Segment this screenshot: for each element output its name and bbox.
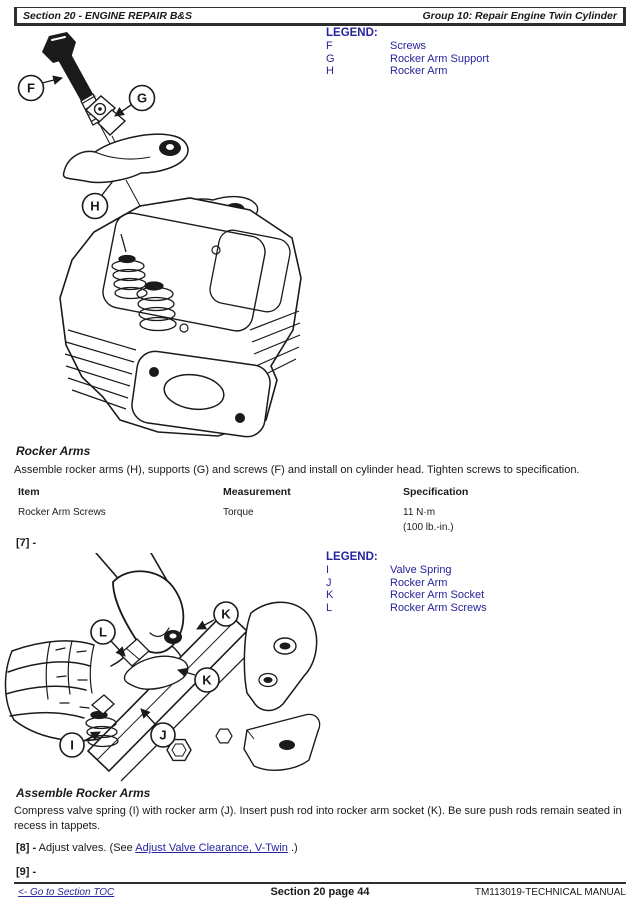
- legend-top: LEGEND: F Screws G Rocker Arm Support H …: [326, 27, 489, 78]
- callout-i: I: [59, 731, 101, 758]
- callout-h-letter: H: [90, 199, 99, 214]
- torque-spec-table: Item Measurement Specification Rocker Ar…: [18, 486, 624, 535]
- legend-bottom-key-j: J: [326, 576, 332, 589]
- legend-top-label-h: Rocker Arm: [390, 65, 448, 78]
- callout-j-letter: J: [159, 728, 166, 743]
- rocker-arm-illustration: [62, 133, 189, 255]
- legend-bottom: LEGEND: I Valve Spring J Rocker Arm K Ro…: [326, 551, 487, 615]
- callout-g: G: [114, 84, 156, 117]
- step-9-label: [9] -: [16, 866, 37, 878]
- callout-j: J: [140, 708, 176, 748]
- callout-i-letter: I: [70, 738, 74, 753]
- header-group-title: Group 10: Repair Engine Twin Cylinder: [422, 9, 617, 22]
- rocker-arms-body: Assemble rocker arms (H), supports (G) a…: [14, 464, 580, 476]
- legend-bottom-label-k: Rocker Arm Socket: [390, 589, 485, 602]
- header-section-title: Section 20 - ENGINE REPAIR B&S: [23, 9, 193, 22]
- rocker-assembly-illustration: [85, 609, 260, 782]
- legend-bottom-key-k: K: [326, 589, 334, 602]
- page-header-bar: Section 20 - ENGINE REPAIR B&S Group 10:…: [14, 7, 626, 26]
- legend-top-key-g: G: [326, 52, 335, 65]
- spec-metric: 11 N·m: [403, 507, 436, 518]
- callout-g-letter: G: [137, 91, 147, 106]
- table-cell-specification: 11 N·m (100 lb.-in.): [403, 505, 624, 535]
- callout-f: F: [17, 74, 63, 102]
- spec-imperial: (100 lb.-in.): [403, 522, 454, 533]
- footer-manual-label: TM113019-TECHNICAL MANUAL: [474, 887, 626, 898]
- legend-bottom-title: LEGEND:: [326, 551, 378, 563]
- step-7-label: [7] -: [16, 537, 37, 549]
- assemble-rocker-arms-heading: Assemble Rocker Arms: [16, 786, 151, 800]
- step-8-line: [8] - Adjust valves. (See Adjust Valve C…: [16, 842, 298, 854]
- legend-top-label-g: Rocker Arm Support: [390, 52, 490, 65]
- table-header-specification: Specification: [403, 486, 469, 498]
- callout-f-letter: F: [27, 81, 35, 96]
- callout-l: L: [90, 619, 126, 657]
- legend-bottom-label-j: Rocker Arm: [390, 576, 448, 589]
- table-header-item: Item: [18, 486, 40, 498]
- callout-k-upper: K: [196, 601, 239, 630]
- go-to-section-toc-link[interactable]: <- Go to Section TOC: [18, 887, 115, 898]
- callout-k-upper-letter: K: [221, 607, 231, 622]
- legend-bottom-key-i: I: [326, 563, 330, 576]
- assemble-rocker-arms-body: Compress valve spring (I) with rocker ar…: [14, 805, 622, 832]
- table-header-measurement: Measurement: [223, 486, 291, 498]
- legend-top-key-f: F: [326, 39, 333, 52]
- table-cell-item: Rocker Arm Screws: [18, 507, 106, 518]
- footer-page-label: Section 20 page 44: [270, 886, 370, 898]
- rocker-arm-screw-illustration: [119, 638, 150, 667]
- valve-springs-illustration: [111, 233, 177, 332]
- callout-h: H: [81, 180, 114, 220]
- legend-bottom-label-l: Rocker Arm Screws: [390, 602, 487, 615]
- footer-divider: [14, 882, 626, 884]
- step-8-prefix: [8] -: [16, 842, 37, 854]
- callout-k-lower-letter: K: [202, 673, 212, 688]
- valve-spring-illustration: [85, 694, 119, 748]
- callout-k-lower: K: [177, 667, 220, 693]
- step-8-text-after: .): [287, 842, 298, 854]
- bracket-illustrations: [243, 601, 321, 771]
- rocker-arms-heading: Rocker Arms: [16, 444, 91, 458]
- step-8-text: Adjust valves. (See: [36, 842, 136, 854]
- legend-top-label-f: Screws: [390, 39, 427, 52]
- rocker-arm-j-illustration: [123, 655, 189, 690]
- legend-bottom-label-i: Valve Spring: [390, 563, 452, 576]
- exploded-rocker-arm-diagram: F G H: [17, 32, 302, 438]
- cylinder-head-illustration: [59, 197, 302, 438]
- adjust-valve-clearance-link[interactable]: Adjust Valve Clearance, V-Twin: [135, 842, 288, 854]
- callout-l-letter: L: [99, 625, 107, 640]
- legend-top-title: LEGEND:: [326, 27, 378, 39]
- hex-bolt-illustration: [166, 738, 192, 762]
- legend-top-key-h: H: [326, 65, 334, 78]
- hex-nut-illustration: [215, 728, 233, 744]
- table-cell-measurement: Torque: [223, 507, 254, 518]
- compress-valve-spring-diagram: L K K J I: [4, 553, 321, 782]
- legend-bottom-key-l: L: [326, 602, 333, 615]
- hand-illustration: [4, 553, 188, 742]
- screw-illustration: [42, 32, 112, 147]
